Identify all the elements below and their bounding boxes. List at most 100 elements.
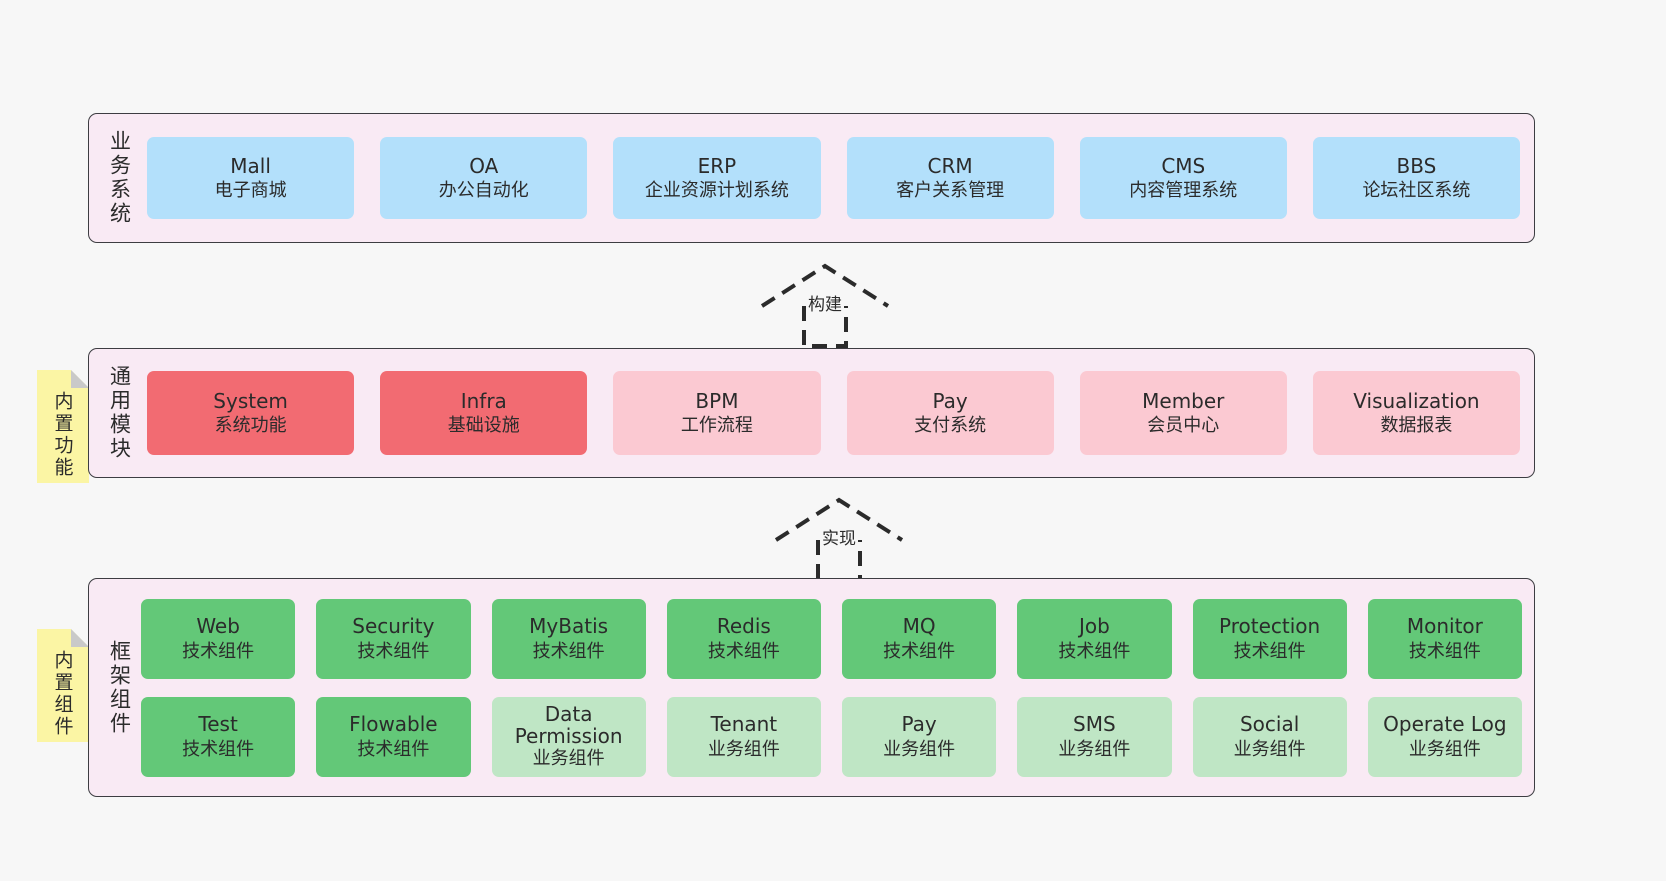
component-title: Social xyxy=(1239,712,1300,737)
module-title: OA xyxy=(469,153,499,178)
component-box-data-permission[interactable]: Data Permission 业务组件 xyxy=(491,696,646,777)
module-subtitle: 内容管理系统 xyxy=(1129,180,1238,202)
generalization-arrow-icon xyxy=(760,263,890,348)
component-title: Monitor xyxy=(1406,614,1483,639)
component-title: MQ xyxy=(902,614,936,639)
component-box-tenant[interactable]: Tenant 业务组件 xyxy=(666,696,821,777)
module-box-pay[interactable]: Pay 支付系统 xyxy=(846,371,1054,455)
module-box-bbs[interactable]: BBS 论坛社区系统 xyxy=(1312,137,1521,219)
module-title: CRM xyxy=(927,153,973,178)
connector-label: 实现 xyxy=(822,529,856,549)
module-box-oa[interactable]: OA 办公自动化 xyxy=(380,137,588,219)
component-subtitle: 技术组件 xyxy=(182,738,255,760)
component-box-social[interactable]: Social 业务组件 xyxy=(1192,696,1347,777)
module-subtitle: 客户关系管理 xyxy=(896,180,1005,202)
module-title: CMS xyxy=(1161,153,1206,178)
layer-body-business-system: Mall 电子商城 OA 办公自动化 ERP 企业资源计划系统 CRM 客户关系… xyxy=(147,114,1521,242)
component-subtitle: 业务组件 xyxy=(532,748,605,770)
component-box-pay[interactable]: Pay 业务组件 xyxy=(842,696,997,777)
component-title: Redis xyxy=(716,614,771,639)
component-title: Job xyxy=(1078,614,1110,639)
module-subtitle: 论坛社区系统 xyxy=(1362,180,1471,202)
module-box-bpm[interactable]: BPM 工作流程 xyxy=(613,371,821,455)
note-builtin-component: 内置组件 xyxy=(37,629,89,742)
component-subtitle: 技术组件 xyxy=(357,738,430,760)
component-box-test[interactable]: Test 技术组件 xyxy=(141,696,296,777)
layer-title-framework-component: 框架组件 xyxy=(99,579,139,796)
component-title: MyBatis xyxy=(529,614,609,639)
module-subtitle: 企业资源计划系统 xyxy=(644,180,789,202)
module-row: System 系统功能 Infra 基础设施 BPM 工作流程 Pay 支付系统… xyxy=(147,371,1521,455)
layer-body-common-module: System 系统功能 Infra 基础设施 BPM 工作流程 Pay 支付系统… xyxy=(147,349,1521,477)
component-box-mq[interactable]: MQ 技术组件 xyxy=(842,598,997,679)
layer-title-business-system: 业务系统 xyxy=(99,114,139,242)
component-title: Security xyxy=(352,614,435,639)
component-subtitle: 业务组件 xyxy=(707,738,780,760)
module-box-cms[interactable]: CMS 内容管理系统 xyxy=(1079,137,1287,219)
component-box-sms[interactable]: SMS 业务组件 xyxy=(1017,696,1172,777)
component-box-mybatis[interactable]: MyBatis 技术组件 xyxy=(491,598,646,679)
module-subtitle: 电子商城 xyxy=(214,180,287,202)
component-subtitle: 业务组件 xyxy=(1408,738,1481,760)
module-box-mall[interactable]: Mall 电子商城 xyxy=(147,137,355,219)
component-subtitle: 业务组件 xyxy=(1058,738,1131,760)
component-title: Protection xyxy=(1219,614,1321,639)
module-title: BPM xyxy=(695,388,739,413)
note-builtin-function: 内置功能 xyxy=(37,370,89,483)
note-shape-icon xyxy=(37,629,89,742)
module-subtitle: 数据报表 xyxy=(1380,415,1453,437)
module-title: ERP xyxy=(697,153,737,178)
component-subtitle: 技术组件 xyxy=(532,640,605,662)
component-title: Operate Log xyxy=(1383,712,1507,737)
module-title: Member xyxy=(1142,388,1225,413)
component-box-job[interactable]: Job 技术组件 xyxy=(1017,598,1172,679)
module-box-visualization[interactable]: Visualization 数据报表 xyxy=(1312,371,1521,455)
component-box-redis[interactable]: Redis 技术组件 xyxy=(666,598,821,679)
component-box-protection[interactable]: Protection 技术组件 xyxy=(1192,598,1347,679)
module-box-infra[interactable]: Infra 基础设施 xyxy=(380,371,588,455)
module-box-member[interactable]: Member 会员中心 xyxy=(1079,371,1287,455)
connector-implement: 实现 xyxy=(766,492,916,584)
layer-title-text: 通用模块 xyxy=(107,365,132,461)
component-box-flowable[interactable]: Flowable 技术组件 xyxy=(316,696,471,777)
component-title: Test xyxy=(198,712,238,737)
connector-build: 构建 xyxy=(752,258,902,350)
module-box-system[interactable]: System 系统功能 xyxy=(147,371,355,455)
connector-label: 构建 xyxy=(808,295,842,315)
component-title: Data Permission xyxy=(514,701,623,748)
layer-title-text: 框架组件 xyxy=(107,639,132,736)
module-row: Web 技术组件 Security 技术组件 MyBatis 技术组件 Redi… xyxy=(141,598,1522,679)
component-box-security[interactable]: Security 技术组件 xyxy=(316,598,471,679)
module-subtitle: 基础设施 xyxy=(447,415,520,437)
module-row: Mall 电子商城 OA 办公自动化 ERP 企业资源计划系统 CRM 客户关系… xyxy=(147,137,1521,219)
component-box-operate-log[interactable]: Operate Log 业务组件 xyxy=(1367,696,1522,777)
layer-body-framework-component: Web 技术组件 Security 技术组件 MyBatis 技术组件 Redi… xyxy=(141,579,1522,796)
layer-framework-component: 框架组件 Web 技术组件 Security 技术组件 MyBatis 技术组件… xyxy=(88,578,1535,797)
component-title: Tenant xyxy=(710,712,778,737)
component-subtitle: 技术组件 xyxy=(1408,640,1481,662)
layer-title-common-module: 通用模块 xyxy=(99,349,139,477)
component-subtitle: 技术组件 xyxy=(1233,640,1306,662)
note-text-wrap: 内置组件 xyxy=(37,629,89,742)
component-box-web[interactable]: Web 技术组件 xyxy=(141,598,296,679)
component-subtitle: 技术组件 xyxy=(707,640,780,662)
layer-title-text: 业务系统 xyxy=(107,130,132,226)
component-subtitle: 业务组件 xyxy=(1233,738,1306,760)
layer-business-system: 业务系统 Mall 电子商城 OA 办公自动化 ERP 企业资源计划系统 CRM xyxy=(88,113,1535,243)
note-shape-icon xyxy=(37,370,89,483)
note-text-wrap: 内置功能 xyxy=(37,370,89,483)
module-title: Infra xyxy=(460,388,507,413)
component-box-monitor[interactable]: Monitor 技术组件 xyxy=(1367,598,1522,679)
module-subtitle: 会员中心 xyxy=(1147,415,1220,437)
component-title: Flowable xyxy=(349,712,438,737)
module-title: Visualization xyxy=(1353,388,1480,413)
module-box-crm[interactable]: CRM 客户关系管理 xyxy=(846,137,1054,219)
module-box-erp[interactable]: ERP 企业资源计划系统 xyxy=(613,137,821,219)
module-subtitle: 办公自动化 xyxy=(438,180,529,202)
module-subtitle: 工作流程 xyxy=(680,415,753,437)
component-title: SMS xyxy=(1073,712,1116,737)
note-label: 内置组件 xyxy=(51,649,74,738)
module-subtitle: 系统功能 xyxy=(214,415,287,437)
module-title: Mall xyxy=(230,153,271,178)
